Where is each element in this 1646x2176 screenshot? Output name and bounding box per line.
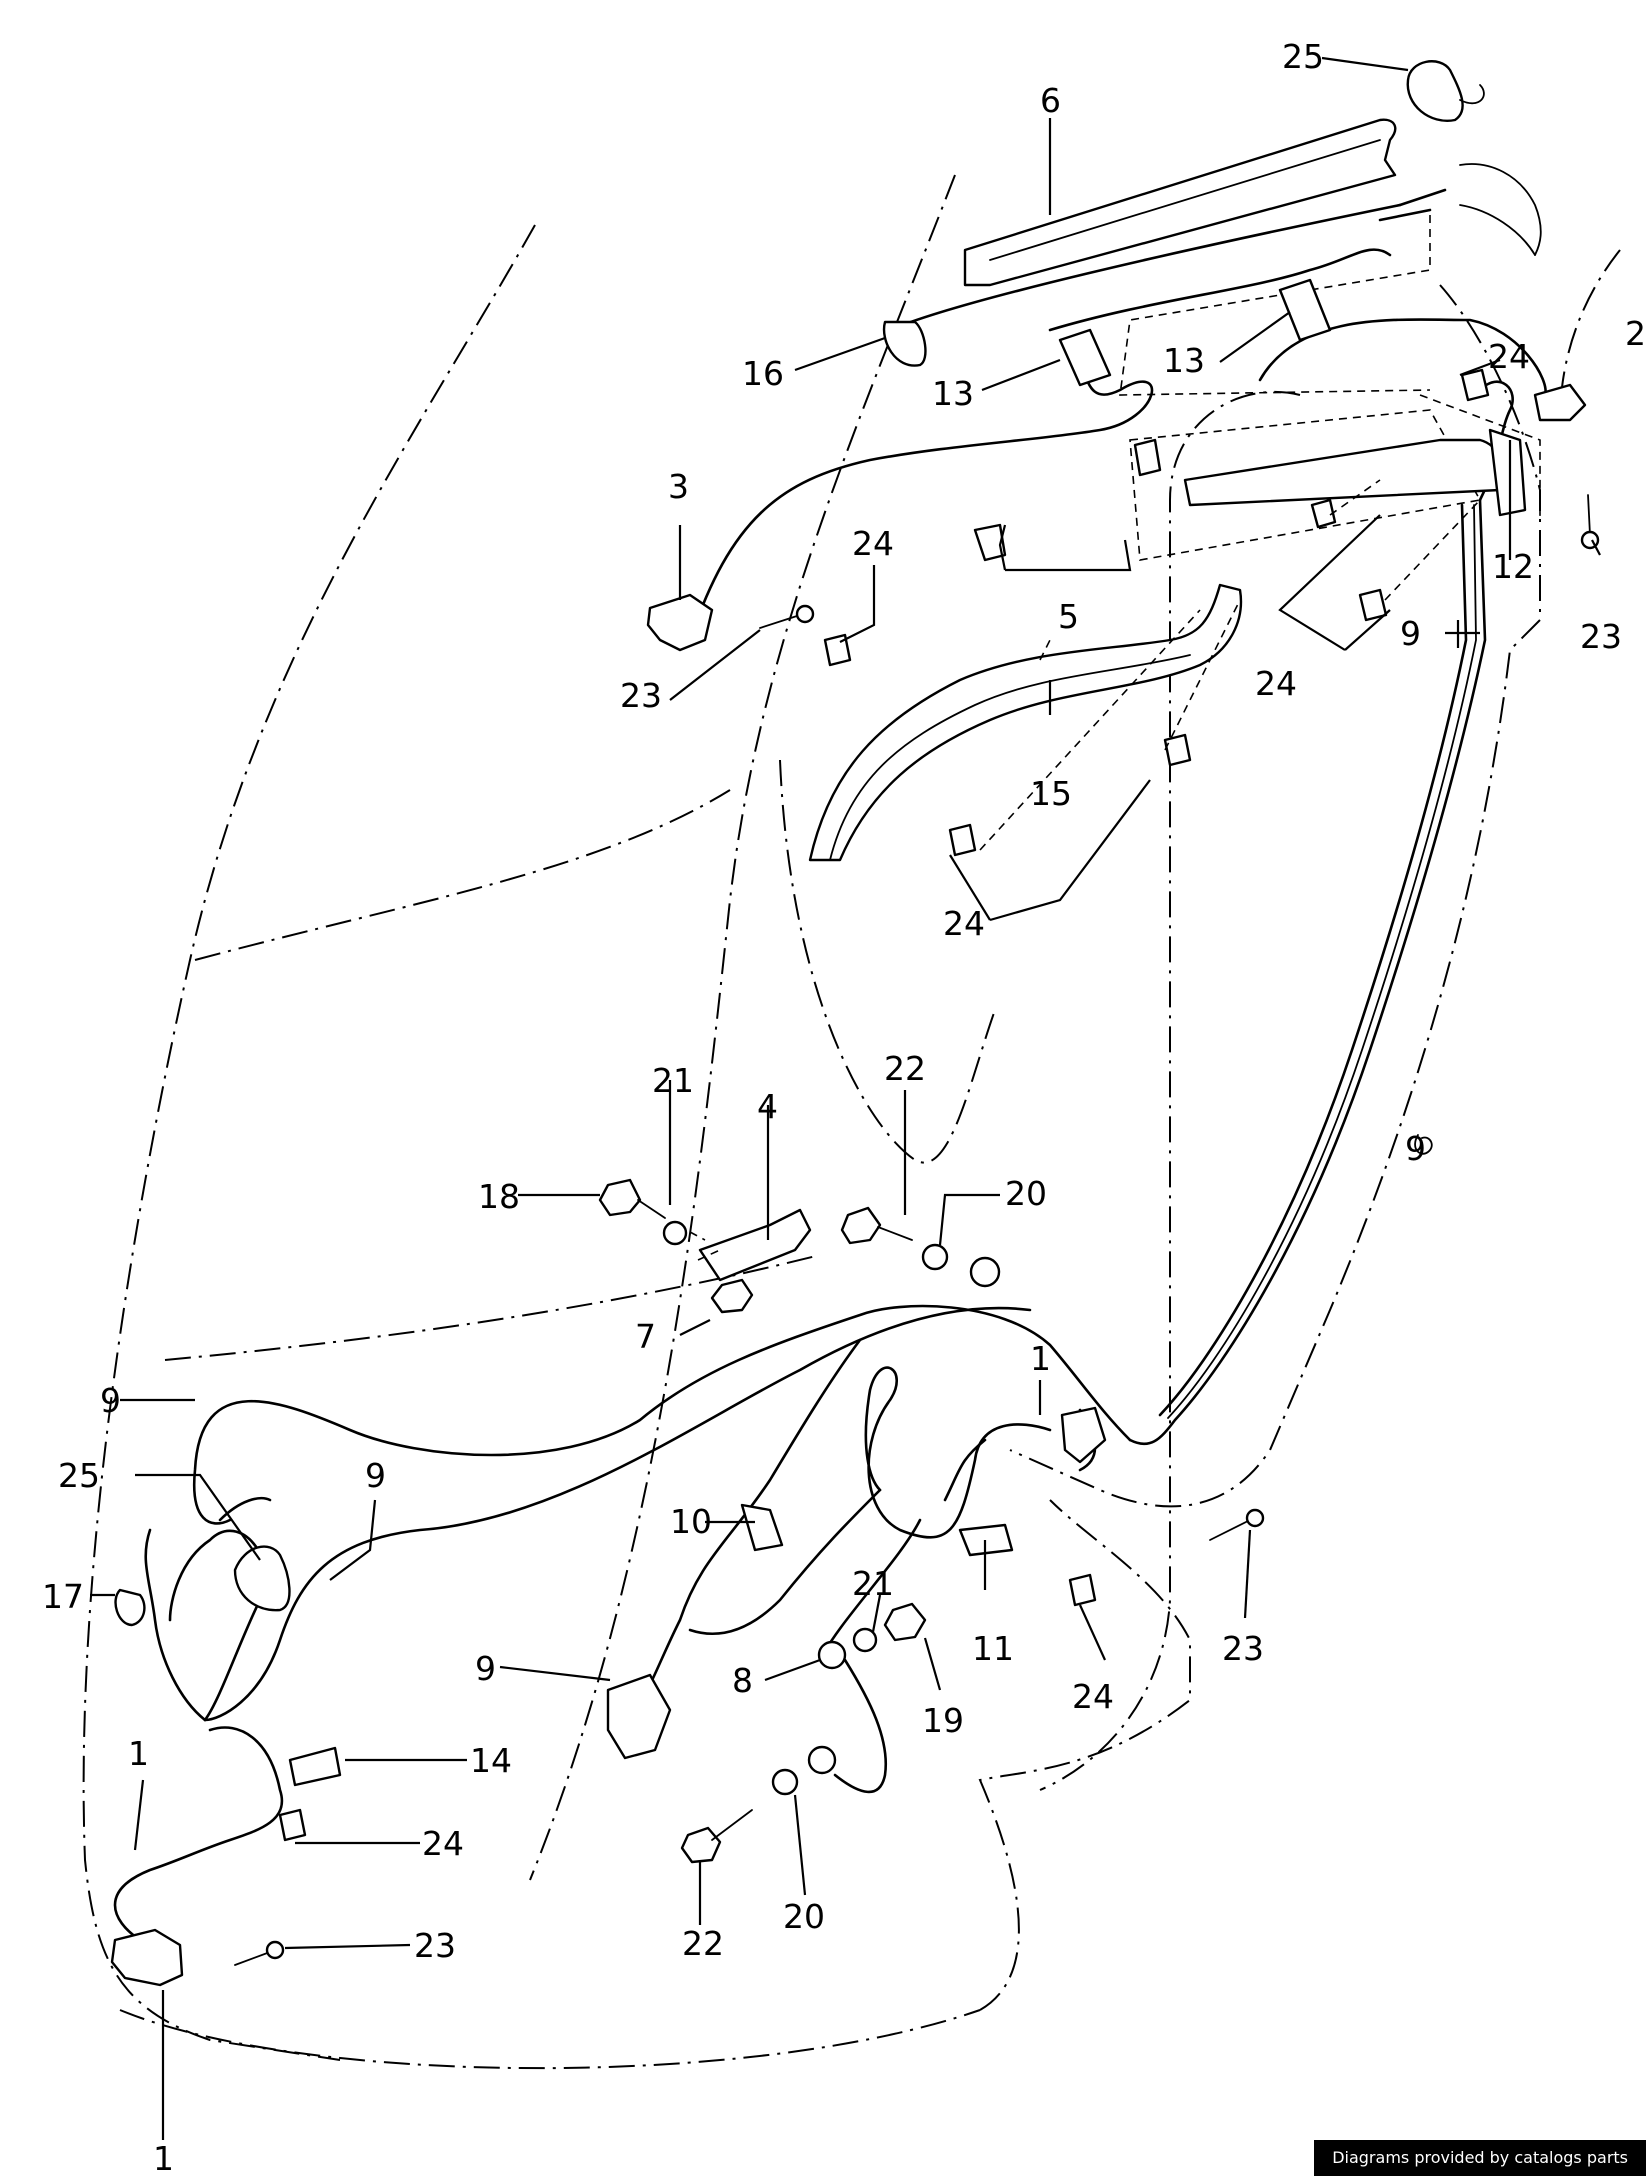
callout-9-mid: 9 — [365, 1456, 386, 1495]
part-8-strap-end-b — [807, 1745, 837, 1775]
callout-24-b: 24 — [852, 524, 894, 563]
callout-20-mid: 20 — [1005, 1174, 1047, 1213]
part-13-bracket-right — [1278, 278, 1332, 342]
callout-ring-9: 9 — [1405, 1129, 1426, 1168]
part-25-ring-left — [233, 1545, 291, 1612]
callout-13-right: 13 — [1163, 341, 1205, 380]
callout-25-left: 25 — [58, 1456, 100, 1495]
callout-23-a: 23 — [1580, 617, 1622, 656]
part-20-washer-mid — [921, 1243, 949, 1271]
part-5-clip-upper — [1133, 438, 1162, 477]
body-outline — [82, 174, 1621, 2070]
callout-7: 7 — [635, 1317, 656, 1356]
part-8-strap-end-a — [817, 1640, 847, 1670]
callout-24-c: 24 — [1255, 664, 1297, 703]
part-25-ring-top — [1406, 60, 1464, 122]
terminal-eyelet — [969, 1256, 1001, 1288]
callout-6: 6 — [1040, 81, 1061, 120]
callout-5: 5 — [1058, 597, 1079, 636]
callout-8: 8 — [732, 1661, 753, 1700]
part-19-nut — [883, 1602, 927, 1642]
part-12-bracket — [1488, 428, 1527, 517]
callout-1-bottom: 1 — [153, 2139, 174, 2176]
callout-20-low: 20 — [783, 1897, 825, 1936]
callout-18: 18 — [478, 1177, 520, 1216]
callout-19: 19 — [922, 1701, 964, 1740]
callout-23-c: 23 — [1222, 1629, 1264, 1668]
callout-24-d: 24 — [943, 904, 985, 943]
part-3-sensor — [646, 593, 714, 652]
part-22-bolt-low — [680, 1826, 722, 1864]
ring-9-marker — [1414, 1134, 1433, 1155]
part-16-rail-end — [882, 320, 927, 367]
callout-3: 3 — [668, 467, 689, 506]
part-21-washer-mid — [662, 1220, 688, 1246]
part-10-grommet — [740, 1503, 784, 1552]
parts — [110, 60, 1600, 1987]
callout-9-right: 9 — [1400, 614, 1421, 653]
part-2-sensor-partial — [1533, 383, 1587, 422]
part-1-sensor-mid — [1060, 1406, 1107, 1464]
part-5-clip-lower — [973, 523, 1007, 562]
callouts: 25 6 16 13 13 24 2 3 24 5 12 9 23 23 24 … — [42, 37, 1646, 2176]
callout-1-top: 1 — [1030, 1339, 1051, 1378]
callout-14: 14 — [470, 1741, 512, 1780]
part-13-bracket-left — [1058, 328, 1112, 387]
part-12-rail — [1183, 438, 1506, 507]
callout-24-f: 24 — [422, 1824, 464, 1863]
callout-22-mid: 22 — [884, 1049, 926, 1088]
part-18-bolt — [598, 1178, 642, 1217]
callout-17: 17 — [42, 1577, 84, 1616]
callout-21-mid: 21 — [652, 1061, 694, 1100]
callout-11: 11 — [972, 1629, 1014, 1668]
leader-lines — [90, 56, 1601, 2140]
callout-24-e: 24 — [1072, 1677, 1114, 1716]
callout-15: 15 — [1030, 774, 1072, 813]
callout-10: 10 — [670, 1502, 712, 1541]
callout-4: 4 — [757, 1087, 778, 1126]
part-1-sensor-bottom — [110, 1928, 184, 1987]
dashed-connectors — [689, 479, 1481, 1261]
wiring — [113, 163, 1547, 1972]
part-14-bracket — [288, 1746, 342, 1787]
part-20-washer-low — [771, 1768, 799, 1796]
part-22-bolt-mid — [840, 1206, 882, 1245]
callout-24-a: 24 — [1488, 337, 1530, 376]
part-9-connector-lower — [606, 1673, 672, 1760]
callout-12: 12 — [1492, 547, 1534, 586]
part-4-bracket — [698, 1208, 812, 1282]
callout-1-left: 1 — [128, 1734, 149, 1773]
part-15-bracket — [808, 583, 1243, 862]
callout-13-left: 13 — [932, 374, 974, 413]
callout-21-low: 21 — [852, 1564, 894, 1603]
callout-23-d: 23 — [414, 1926, 456, 1965]
callout-23-b: 23 — [620, 676, 662, 715]
part-21-washer-low — [852, 1627, 878, 1653]
callout-9-upper-left: 9 — [100, 1381, 121, 1420]
part-17-clip — [114, 1588, 146, 1627]
callout-22-low: 22 — [682, 1924, 724, 1963]
callout-16: 16 — [742, 354, 784, 393]
callout-25-top: 25 — [1282, 37, 1324, 76]
part-7-nut — [710, 1278, 754, 1314]
callout-2-partial: 2 — [1625, 314, 1646, 353]
credit-banner: Diagrams provided by catalogs parts — [1314, 2140, 1646, 2176]
part-24-clips — [278, 368, 1490, 1842]
callout-9-lower: 9 — [475, 1649, 496, 1688]
